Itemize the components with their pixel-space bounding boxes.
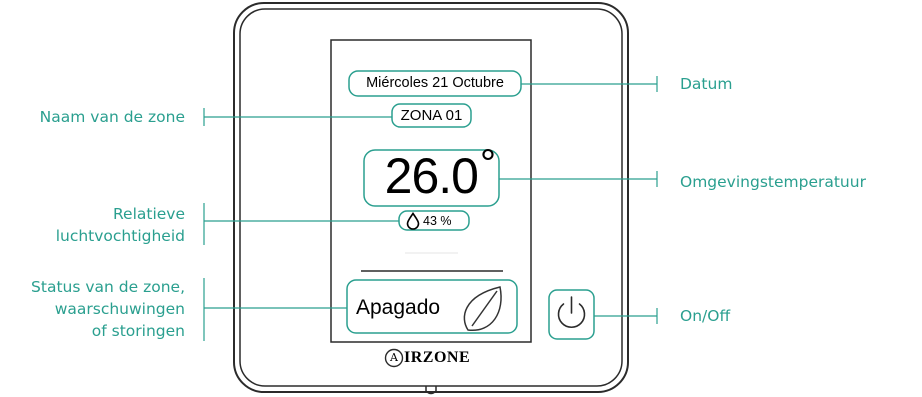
callout-zone-name: Naam van de zone [40, 106, 185, 128]
date-label: Miércoles 21 Octubre [366, 75, 504, 91]
display-screen [330, 39, 532, 343]
callout-status: Status van de zone, waarschuwingen of st… [31, 276, 185, 342]
callout-status-line-1: Status van de zone, [31, 278, 185, 296]
status-label: Apagado [356, 296, 441, 319]
callout-zone-name-text: Naam van de zone [39, 108, 185, 126]
device-outer-frame [233, 2, 629, 393]
callout-status-line-2: waarschuwingen [54, 300, 185, 318]
status-box [346, 279, 518, 334]
leader-lines [203, 76, 658, 341]
brand-logo-circle [384, 348, 404, 368]
brand-logo-letter: A [390, 351, 398, 364]
temperature-value: 26.0 [384, 148, 479, 204]
brand-name: IRZONE [404, 349, 471, 366]
power-icon[interactable] [557, 296, 586, 329]
device-bottom-clip [425, 386, 437, 395]
temperature-box [363, 149, 500, 207]
callout-temperature-text: Omgevingstemperatuur [680, 173, 866, 191]
callout-humidity-line-2: luchtvochtigheid [55, 227, 185, 245]
zone-box [391, 103, 472, 128]
zone-label: ZONA 01 [400, 107, 463, 124]
leaf-icon [463, 286, 502, 331]
callout-temperature: Omgevingstemperatuur [680, 171, 866, 193]
humidity-value: 43 % [423, 214, 452, 228]
power-button[interactable] [548, 289, 595, 340]
callout-power: On/Off [680, 305, 730, 327]
callout-humidity: Relatieve luchtvochtigheid [56, 203, 185, 247]
callout-status-line-3: of storingen [91, 322, 185, 340]
callout-date-text: Datum [680, 75, 733, 93]
callout-power-text: On/Off [680, 307, 731, 325]
callout-date: Datum [680, 73, 732, 95]
device-inner-frame [239, 8, 623, 387]
droplet-icon [406, 212, 420, 230]
degree-symbol: ° [480, 142, 496, 186]
callout-humidity-line-1: Relatieve [112, 205, 185, 223]
